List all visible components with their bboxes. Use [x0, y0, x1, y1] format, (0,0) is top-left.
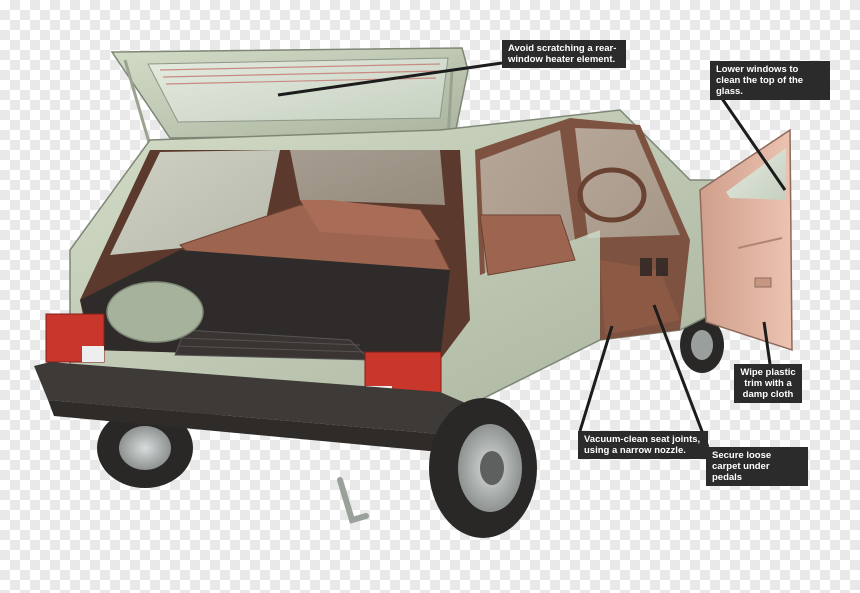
callout-lower-windows: Lower windows to clean the top of the gl… [710, 61, 830, 100]
rear-bumper [34, 362, 478, 434]
leader-lines [277, 61, 787, 448]
callout-vacuum-seats: Vacuum-clean seat joints, using a narrow… [578, 431, 708, 459]
spare-wheel [106, 281, 204, 343]
callout-rear-window: Avoid scratching a rear-window heater el… [502, 40, 626, 68]
callout-secure-carpet: Secure loose carpet under pedals [706, 447, 808, 486]
front-seat [479, 214, 576, 276]
tailgate-window [147, 57, 449, 123]
callout-wipe-trim: Wipe plastic trim with a damp cloth [734, 364, 802, 403]
exhaust-pipe [337, 477, 369, 524]
steering-wheel [577, 167, 647, 223]
